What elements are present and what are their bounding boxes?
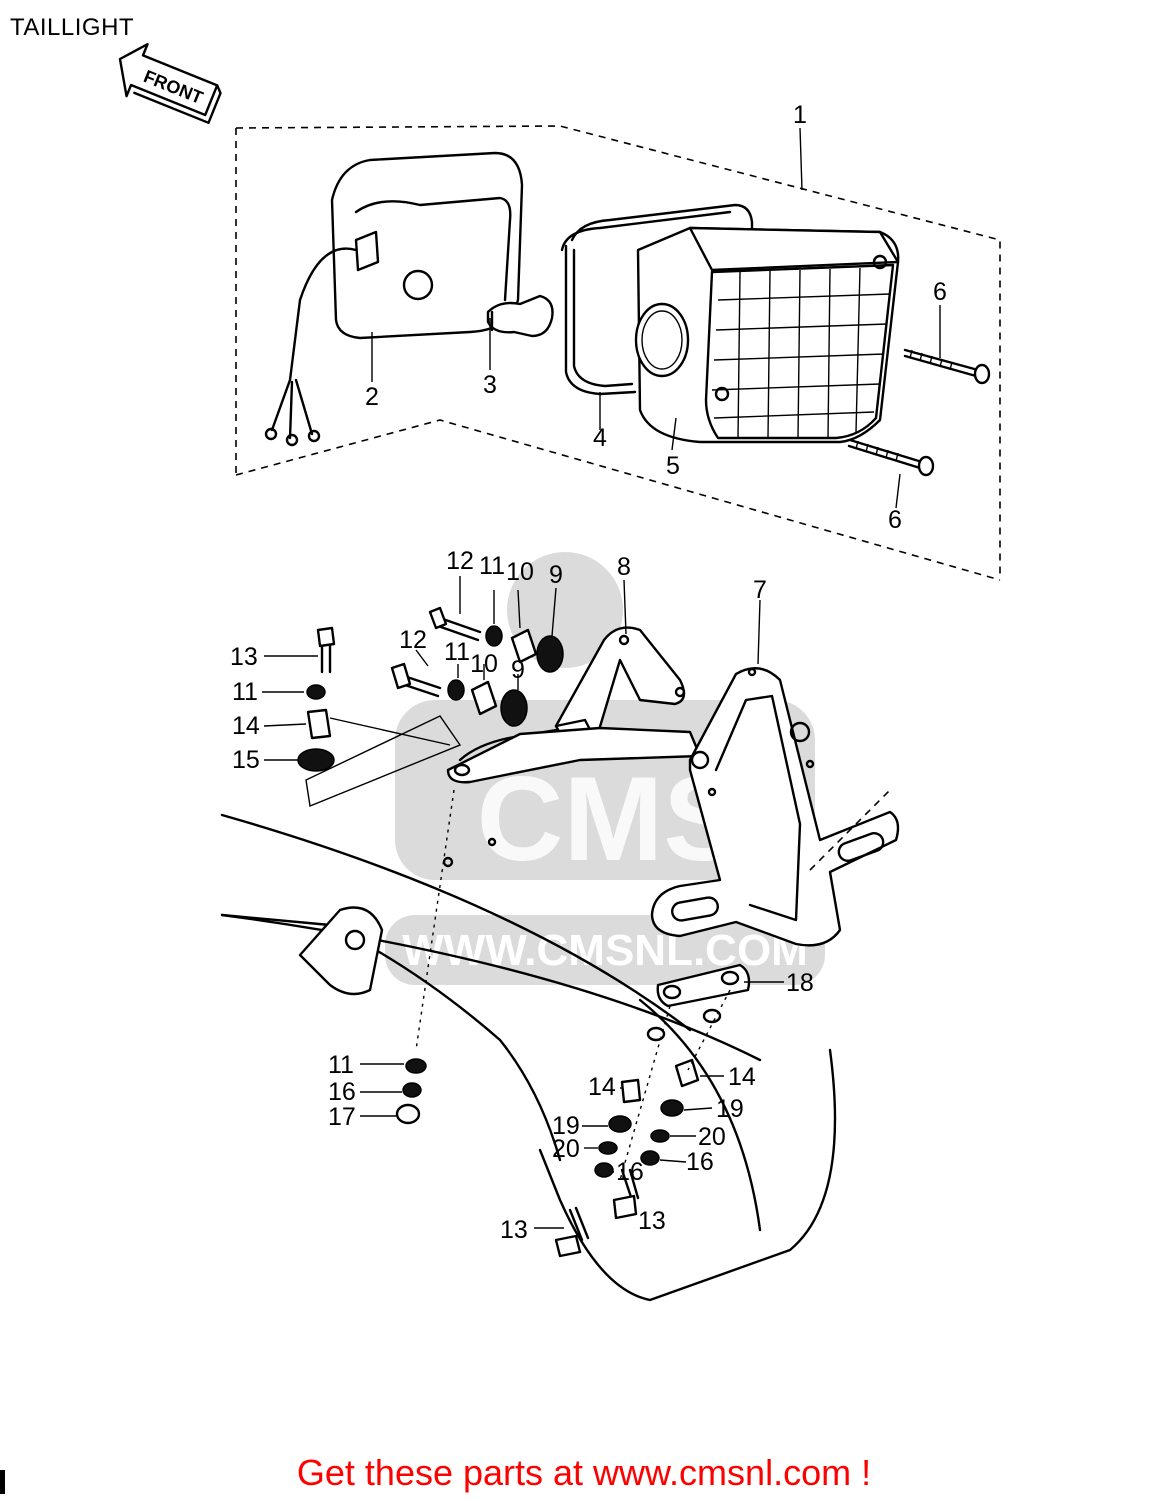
callout-6-upper: 6 bbox=[933, 278, 947, 306]
assembly-1-outline bbox=[235, 125, 1001, 581]
bracket-part-7 bbox=[650, 667, 900, 947]
callout-9-lower: 9 bbox=[511, 656, 525, 684]
washer-part-11-d bbox=[405, 1058, 427, 1074]
callout-4: 4 bbox=[593, 424, 607, 452]
lens-grid bbox=[711, 267, 891, 439]
washer-part-20-b bbox=[650, 1129, 670, 1143]
callout-11-b: 11 bbox=[444, 638, 470, 666]
hardware-parts bbox=[297, 606, 722, 1258]
washer-part-11-b bbox=[447, 679, 465, 701]
callout-2: 2 bbox=[365, 383, 379, 411]
callout-17: 17 bbox=[328, 1103, 356, 1131]
callout-13-a: 13 bbox=[230, 643, 258, 671]
callout-19-a: 19 bbox=[552, 1112, 580, 1140]
callout-14-b: 14 bbox=[588, 1073, 616, 1101]
washer-part-19-b bbox=[660, 1099, 684, 1117]
callout-9-upper: 9 bbox=[549, 561, 563, 589]
bolt-part-12-upper bbox=[428, 606, 482, 642]
lens-part-5 bbox=[634, 226, 900, 444]
mounting-lines bbox=[305, 715, 731, 1181]
footer-link[interactable]: Get these parts at www.cmsnl.com ! bbox=[296, 1452, 872, 1493]
callout-13-b: 13 bbox=[500, 1216, 528, 1244]
bolt-part-13-a bbox=[316, 626, 336, 674]
callout-3: 3 bbox=[483, 371, 497, 399]
callout-18: 18 bbox=[786, 969, 814, 997]
rear-fender bbox=[220, 813, 837, 1302]
collar-part-14-a bbox=[306, 708, 332, 740]
watermark-url: WWW.CMSNL.COM bbox=[402, 926, 808, 975]
callout-14-a: 14 bbox=[232, 712, 260, 740]
bulb-part-3 bbox=[486, 294, 554, 338]
callout-16-a: 16 bbox=[328, 1078, 356, 1106]
callout-20-a: 20 bbox=[552, 1135, 580, 1163]
nut-part-16-b bbox=[594, 1162, 614, 1178]
callout-16-c: 16 bbox=[686, 1148, 714, 1176]
bolt-part-13-b bbox=[554, 1206, 590, 1258]
callout-7: 7 bbox=[753, 576, 767, 604]
callout-6-lower: 6 bbox=[888, 506, 902, 534]
bracket-part-8 bbox=[446, 626, 702, 784]
nut-part-16-a bbox=[402, 1082, 422, 1098]
nut-part-17 bbox=[395, 1103, 421, 1125]
washer-part-20-a bbox=[598, 1141, 618, 1155]
edge-mark bbox=[0, 1470, 5, 1494]
washer-part-19-a bbox=[608, 1115, 632, 1133]
callout-labels: 1 2 3 4 5 6 6 7 8 9 9 10 10 11 11 11 11 … bbox=[230, 101, 947, 1244]
callout-15: 15 bbox=[232, 746, 260, 774]
collar-part-10-a bbox=[510, 628, 538, 664]
callout-12-lower: 12 bbox=[399, 626, 427, 654]
lamp-base-part-2 bbox=[264, 151, 524, 447]
front-arrow-icon: FRONT bbox=[118, 43, 222, 125]
bolt-part-12-lower bbox=[390, 662, 442, 698]
screw-part-6-upper bbox=[903, 348, 991, 385]
callout-13-c: 13 bbox=[638, 1207, 666, 1235]
grommet-part-15 bbox=[297, 748, 335, 772]
watermark-logo-top bbox=[507, 552, 623, 668]
bolt-part-13-c bbox=[612, 1168, 640, 1220]
collar-part-10-b bbox=[470, 680, 498, 716]
washer-part-11-c bbox=[306, 684, 326, 700]
callout-19-b: 19 bbox=[716, 1095, 744, 1123]
grommet-part-9-b bbox=[500, 689, 528, 727]
callout-11-c: 11 bbox=[232, 678, 258, 706]
collar-part-14-c bbox=[674, 1058, 700, 1088]
callout-16-b: 16 bbox=[616, 1158, 644, 1186]
callout-12-upper: 12 bbox=[446, 547, 474, 575]
callout-14-c: 14 bbox=[728, 1063, 756, 1091]
watermark-url-plate bbox=[385, 915, 825, 985]
callout-11-d: 11 bbox=[328, 1051, 354, 1079]
nut-part-16-c bbox=[640, 1150, 660, 1166]
page-title: TAILLIGHT bbox=[10, 14, 135, 41]
washer-part-11-a bbox=[485, 625, 503, 647]
collar-part-14-b bbox=[620, 1078, 642, 1104]
callout-11-a: 11 bbox=[479, 552, 505, 580]
callout-1: 1 bbox=[793, 101, 807, 129]
callout-10-lower: 10 bbox=[470, 650, 498, 678]
leader-lines bbox=[262, 127, 941, 1229]
screw-part-6-lower bbox=[847, 438, 935, 477]
grommet-part-9-a bbox=[536, 635, 564, 673]
plate-part-18 bbox=[656, 963, 751, 1008]
callout-10-upper: 10 bbox=[506, 558, 534, 586]
callout-20-b: 20 bbox=[698, 1123, 726, 1151]
callout-5: 5 bbox=[666, 452, 680, 480]
callout-8: 8 bbox=[617, 553, 631, 581]
